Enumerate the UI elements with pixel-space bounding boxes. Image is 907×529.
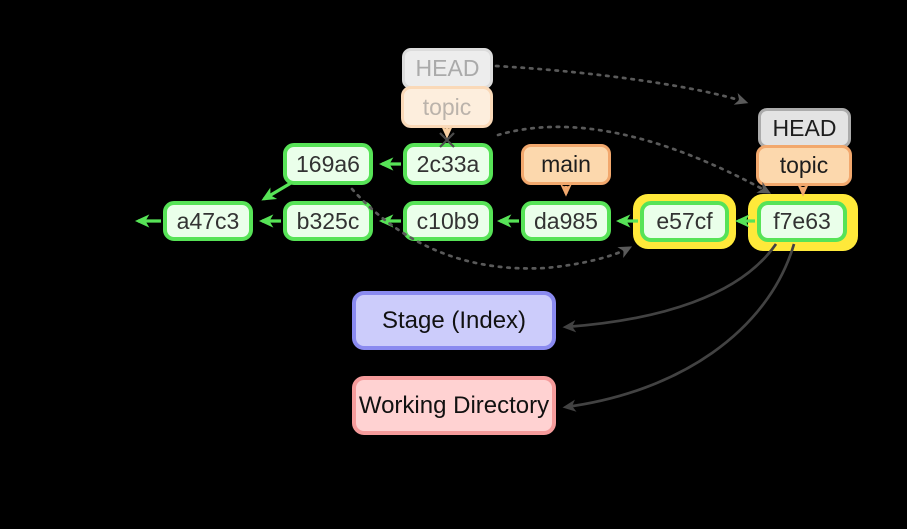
ref-topic-old: topic [401,86,493,128]
ref-topic-old-label: topic [422,93,472,120]
working-directory-box: Working Directory [352,376,556,435]
commit-e57cf-label: e57cf [656,208,713,234]
commit-2c33a-label: 2c33a [416,150,480,177]
commit-169a6-label: 169a6 [296,150,360,177]
edge-f7e63-stage [562,243,778,333]
commit-f7e63-label: f7e63 [773,208,831,234]
ref-head: HEAD [758,108,851,148]
edge-169a6-a47c3 [261,181,292,201]
stage-index-box: Stage (Index) [352,291,556,350]
ref-topic: topic [756,145,852,186]
commit-da985: da985 [521,201,611,241]
ref-main: main [521,144,611,185]
commit-c10b9: c10b9 [403,201,493,241]
commit-a47c3-label: a47c3 [176,207,240,234]
commit-da985-label: da985 [534,207,598,234]
stage-index-label: Stage (Index) [381,306,527,334]
ref-head-old: HEAD [402,48,493,89]
commit-2c33a: 2c33a [403,143,493,185]
commit-b325c-label: b325c [296,207,360,234]
ref-head-old-label: HEAD [415,55,480,81]
ref-topic-label: topic [779,152,829,178]
commit-c10b9-label: c10b9 [416,207,480,234]
ref-main-label: main [541,151,591,177]
edge-head-old-head-new [494,64,749,105]
ref-head-label: HEAD [772,114,837,141]
commit-a47c3: a47c3 [163,201,253,241]
commit-f7e63: f7e63 [757,201,847,242]
working-directory-label: Working Directory [358,391,550,419]
commit-169a6: 169a6 [283,143,373,185]
commit-b325c: b325c [283,201,373,241]
edge-f7e63-working [562,243,796,412]
commit-e57cf: e57cf [640,201,729,242]
